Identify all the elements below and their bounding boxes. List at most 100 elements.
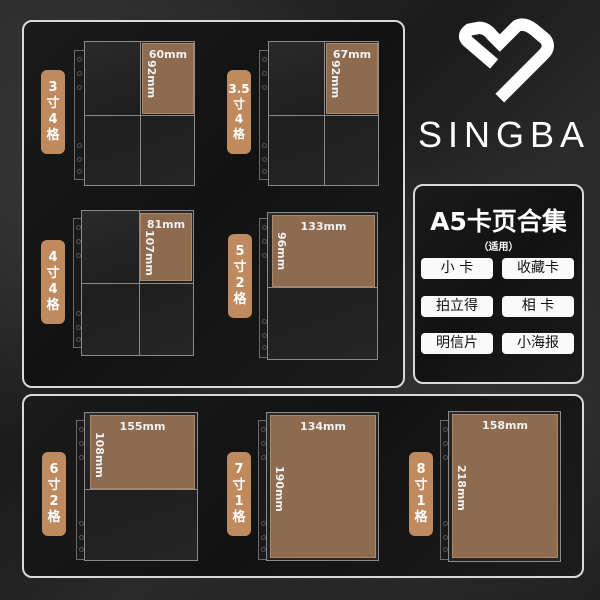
collection-title: A5卡页合集 [430, 207, 567, 236]
tag-text: 格 [47, 510, 61, 526]
tag-text: 寸 [46, 95, 60, 111]
punch-hole-icon [77, 157, 82, 162]
tag-text: 8 [416, 461, 426, 477]
card-7-inch: 134mm 190mm [270, 415, 376, 558]
punch-hole-icon [76, 325, 81, 330]
height-label: 190mm [273, 466, 286, 512]
tag-text: 寸 [47, 477, 61, 493]
tag-text: 格 [232, 127, 245, 141]
tag-text: 寸 [232, 97, 245, 111]
tag-text: 2 [235, 276, 245, 291]
use-chip-postcard: 明信片 [421, 333, 493, 354]
brand-name: SINGBA [417, 114, 591, 155]
sleeve-6-inch: 155mm 108mm [84, 412, 198, 561]
punch-hole-icon [79, 535, 84, 540]
tag-text: 格 [232, 510, 246, 526]
punch-hole-icon [443, 547, 448, 552]
size-tag-5-inch: 5 寸 2 格 [228, 234, 252, 318]
card-5-inch: 133mm 96mm [272, 215, 375, 287]
height-label: 108mm [93, 432, 106, 478]
tag-text: 格 [46, 128, 60, 144]
punch-hole-icon [79, 427, 84, 432]
tag-text: 寸 [232, 477, 246, 493]
width-label: 81mm [146, 218, 186, 231]
applicable-subtitle: （适用） [478, 242, 519, 253]
info-panel: A5卡页合集 （适用） 小 卡 收藏卡 拍立得 相 卡 明信片 小海报 [413, 184, 584, 384]
tag-text: 6 [49, 461, 59, 477]
punch-hole-icon [76, 225, 81, 230]
pocket-divider [268, 287, 377, 288]
width-label: 60mm [148, 48, 188, 61]
card-4-inch: 81mm 107mm [140, 213, 192, 281]
width-label: 133mm [300, 220, 347, 233]
punch-hole-icon [262, 157, 267, 162]
punch-hole-icon [77, 57, 82, 62]
width-label: 158mm [482, 419, 528, 432]
tag-text: 4 [48, 282, 58, 297]
punch-hole-icon [262, 169, 267, 174]
punch-hole-icon [261, 441, 266, 446]
punch-hole-icon [261, 455, 266, 460]
tag-text: 2 [49, 494, 59, 509]
punch-hole-icon [79, 547, 84, 552]
tag-text: 7 [234, 461, 244, 477]
singba-heart-logo-icon [458, 18, 554, 103]
pocket-divider [85, 489, 197, 490]
punch-hole-icon [76, 239, 81, 244]
height-label: 92mm [329, 60, 342, 99]
tag-text: 格 [46, 298, 60, 314]
height-label: 96mm [275, 232, 288, 271]
punch-hole-icon [443, 441, 448, 446]
punch-hole-icon [77, 169, 82, 174]
binder-strip [259, 218, 269, 358]
use-chip-photo-card: 相 卡 [502, 296, 574, 317]
card-3-inch: 60mm 92mm [142, 43, 194, 114]
punch-hole-icon [76, 253, 81, 258]
tag-text: 4 [234, 112, 244, 126]
punch-hole-icon [262, 239, 267, 244]
size-tag-6-inch: 6 寸 2 格 [42, 452, 66, 536]
height-label: 92mm [145, 60, 158, 99]
punch-hole-icon [79, 521, 84, 526]
width-label: 67mm [332, 48, 372, 61]
card-6-inch: 155mm 108mm [90, 415, 195, 489]
punch-hole-icon [77, 143, 82, 148]
punch-hole-icon [262, 71, 267, 76]
punch-hole-icon [261, 427, 266, 432]
tag-text: 5 [235, 243, 245, 259]
width-label: 134mm [300, 420, 346, 433]
tag-text: 寸 [414, 477, 428, 493]
punch-hole-icon [76, 337, 81, 342]
height-label: 107mm [143, 230, 156, 276]
punch-hole-icon [77, 71, 82, 76]
tag-text: 4 [48, 249, 58, 265]
binder-strip [258, 420, 268, 560]
size-tag-8-inch: 8 寸 1 格 [409, 452, 433, 536]
tag-text: 1 [416, 494, 426, 509]
sleeve-7-inch: 134mm 190mm [266, 412, 379, 561]
punch-hole-icon [262, 225, 267, 230]
card-3-5-inch: 67mm 92mm [326, 43, 378, 114]
binder-strip [76, 420, 86, 560]
punch-hole-icon [443, 455, 448, 460]
punch-hole-icon [262, 253, 267, 258]
punch-hole-icon [262, 85, 267, 90]
punch-hole-icon [79, 441, 84, 446]
size-tag-3-inch: 3 寸 4 格 [41, 70, 65, 154]
punch-hole-icon [261, 535, 266, 540]
tag-text: 4 [48, 112, 58, 127]
pocket-divider [269, 115, 378, 116]
card-8-inch: 158mm 218mm [452, 414, 558, 558]
use-chip-instant-photo: 拍立得 [421, 296, 493, 317]
tag-text: 格 [233, 292, 247, 308]
tag-text: 3 [48, 79, 58, 95]
tag-text: 1 [234, 494, 244, 509]
pocket-divider [324, 42, 325, 185]
tag-text: 格 [414, 510, 428, 526]
binder-strip [440, 420, 450, 560]
pocket-divider [140, 42, 141, 185]
binder-strip [74, 50, 84, 180]
punch-hole-icon [262, 333, 267, 338]
sleeve-8-inch: 158mm 218mm [448, 411, 561, 562]
width-label: 155mm [119, 420, 166, 433]
